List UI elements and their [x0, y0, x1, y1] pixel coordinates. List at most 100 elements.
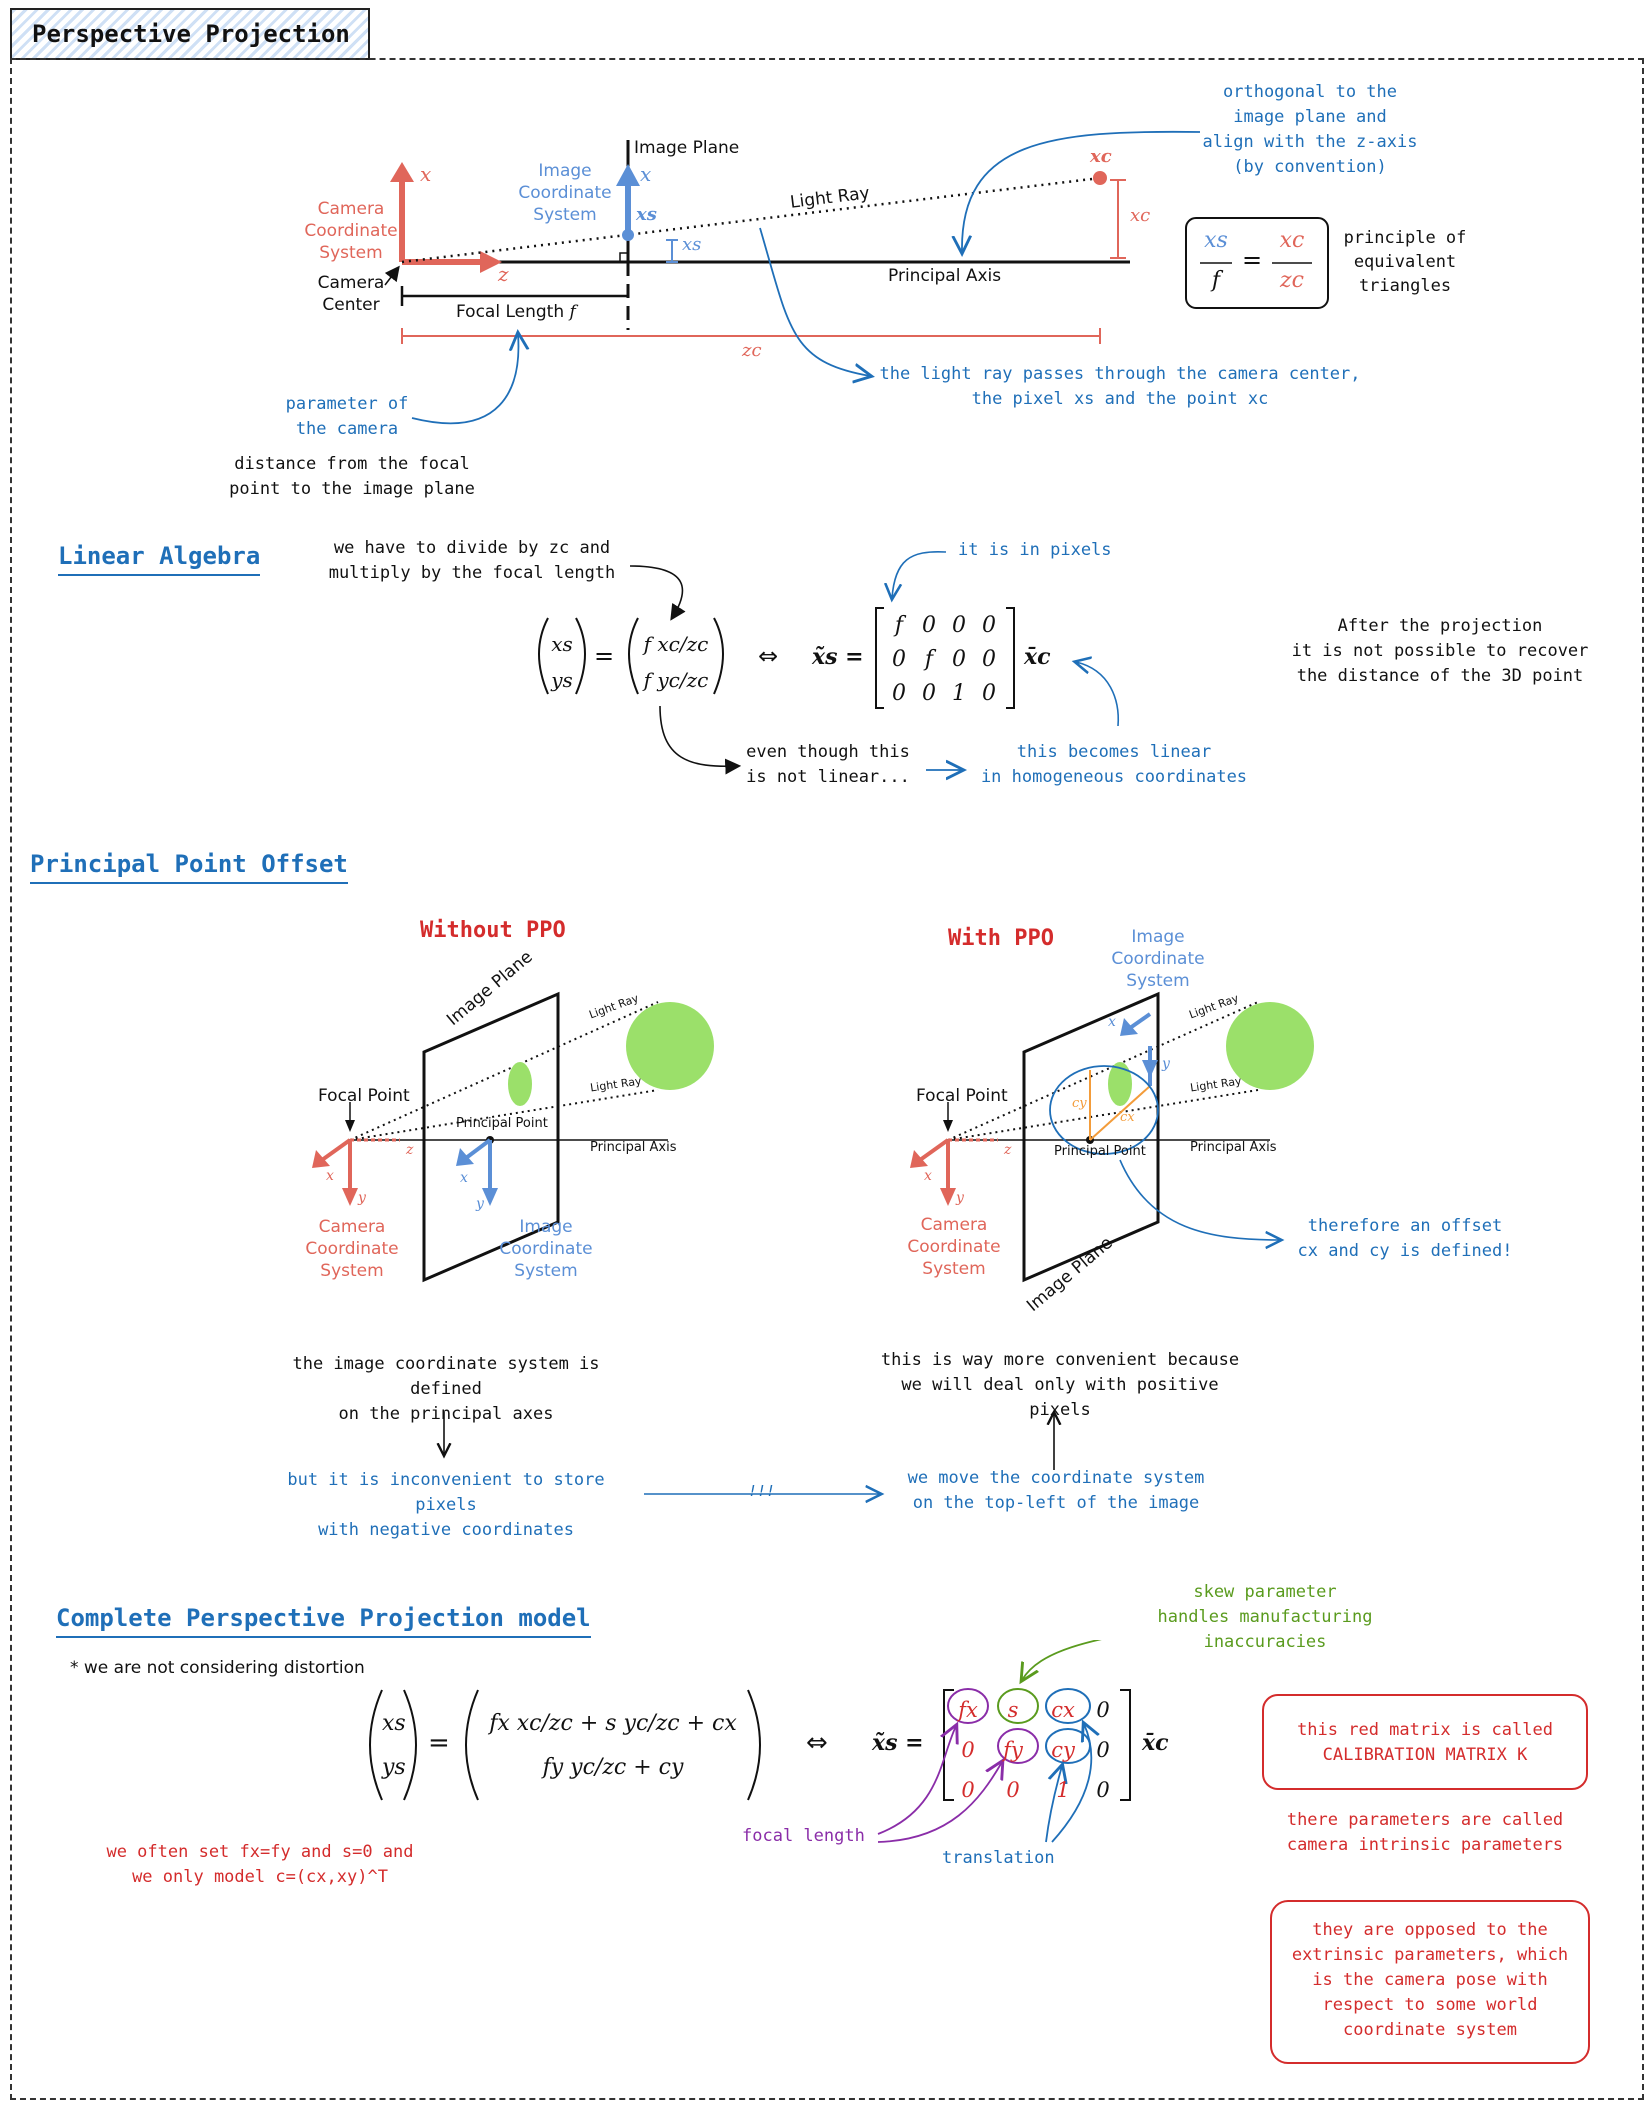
- text-ppo-move_note-0: we move the coordinate system: [907, 1468, 1205, 1488]
- title-box: Perspective Projection: [10, 8, 370, 60]
- parameter-arrow: [411, 334, 518, 425]
- cam-y-left: y: [358, 1190, 366, 1206]
- xc-point: [1093, 171, 1107, 185]
- text-linear_algebra-vec_right-1: f yc/zc: [643, 668, 709, 692]
- text-section1-light_ray_note-0: the light ray passes through the camera …: [879, 364, 1361, 384]
- translation-arrow-1: [1045, 1766, 1062, 1843]
- page-frame: [10, 58, 1644, 2100]
- ppo-diagrams: [312, 991, 1314, 1283]
- text-linear_algebra-becomes_linear_note-1: in homogeneous coordinates: [980, 767, 1248, 787]
- distortion-note: * we are not considering distortion: [70, 1658, 365, 1678]
- text-complete-intrinsic_note-0: there parameters are called: [1286, 1810, 1564, 1830]
- xc-length-label: xc: [1130, 205, 1151, 226]
- text-ppo-camera_coord_system-2: System: [922, 1259, 986, 1279]
- text-section1-principle_note-1: equivalent: [1353, 252, 1457, 272]
- text-complete-extrinsic_note-4: coordinate system: [1343, 2020, 1517, 2040]
- text-section1-distance_note-0: distance from the focal: [234, 454, 470, 474]
- image-plane-label: Image Plane: [634, 138, 740, 158]
- text-ppo-image_coord_system-2: System: [1126, 971, 1190, 991]
- light-ray-note: the light ray passes through the camera …: [860, 362, 1380, 412]
- image-coord-label: Image Coordinate System: [510, 160, 620, 226]
- text-ppo-image_coord_system-2: System: [514, 1261, 578, 1281]
- text-complete-skew_note-1: handles manufacturing: [1157, 1607, 1373, 1627]
- text-section1-camera_coord_system-1: Coordinate: [304, 221, 398, 241]
- xc-point-label: xc: [1090, 146, 1112, 167]
- text-complete-matrix-0-0: fx: [958, 1698, 978, 1722]
- text-linear_algebra-matrix-2-2: 1: [952, 680, 966, 706]
- text-complete-matrix-0-1: s: [1007, 1698, 1019, 1722]
- text-section1-distance_note-1: point to the image plane: [229, 479, 475, 499]
- xs-length-label: xs: [682, 234, 702, 255]
- s-circle: [997, 1688, 1039, 1724]
- xs-point-label: xs: [636, 204, 657, 225]
- pixels-arrow: [892, 550, 947, 598]
- text-linear_algebra-divide_note-1: multiply by the focal length: [328, 563, 616, 583]
- focal-length-label: Focal Length f: [456, 302, 576, 322]
- text-linear_algebra-divide_note-0: we have to divide by zc and: [333, 538, 611, 558]
- text-complete-vec_left-0: xs: [382, 1711, 406, 1736]
- text-complete-matrix-0-2: cx: [1051, 1698, 1075, 1722]
- la-right-vector: f xc/zc f yc/zc: [638, 626, 714, 698]
- camera-x-label: x: [420, 162, 432, 186]
- text-ppo-image_coord_system-0: Image: [519, 1217, 573, 1237]
- text-ppo-defined_note-1: on the principal axes: [338, 1404, 554, 1424]
- text-section1-image_coord_system-1: Coordinate: [518, 183, 612, 203]
- cam-x-left: x: [326, 1168, 334, 1184]
- text-section1-orthogonal_note-0: orthogonal to the: [1223, 82, 1397, 102]
- camera-center-label: Camera Center: [306, 272, 396, 316]
- text-ppo-inconvenient_note-1: with negative coordinates: [318, 1520, 574, 1540]
- page-title: Perspective Projection: [32, 20, 350, 48]
- text-ppo-image_coord_system-1: Coordinate: [1111, 949, 1205, 969]
- image-plane-left: [422, 991, 560, 1283]
- text-ppo-camera_coord_system-0: Camera: [318, 1217, 386, 1237]
- object-circle-left: [626, 1002, 714, 1090]
- focal-point-label-left: Focal Point: [318, 1086, 410, 1106]
- cx-label: cx: [1120, 1110, 1135, 1125]
- complete-equals: =: [428, 1728, 450, 1758]
- text-linear_algebra-matrix-1-2: 0: [952, 646, 966, 672]
- text-linear_algebra-vec_left-0: xs: [551, 632, 573, 656]
- text-ppo-camera_coord_system-0: Camera: [920, 1215, 988, 1235]
- orthogonal-note: orthogonal to the image plane and align …: [1180, 80, 1440, 180]
- translation-arrow-2: [1051, 1724, 1091, 1843]
- ppo-flow-arrows: [0, 1380, 1652, 1520]
- fy-circle: [997, 1728, 1039, 1764]
- text-complete-matrix-2-3: 0: [1096, 1778, 1110, 1802]
- object-circle-right: [1226, 1002, 1314, 1090]
- image-x-arrow: [616, 164, 640, 186]
- text-linear_algebra-matrix-1-0: 0: [892, 646, 906, 672]
- light-ray-arrow: [759, 227, 870, 376]
- text-complete-matrix-1-1: fy: [1003, 1738, 1023, 1762]
- cam-x-right: x: [924, 1168, 932, 1184]
- complete-xc-bar: x̄c: [1142, 1730, 1169, 1756]
- text-ppo-camera_coord_system-2: System: [320, 1261, 384, 1281]
- cam-z-left: z: [406, 1142, 414, 1158]
- principal-point-label-left: Principal Point: [456, 1116, 548, 1131]
- formula-f: f: [1211, 268, 1221, 293]
- cx-circle: [1045, 1688, 1091, 1724]
- text-complete-vec_left-1: ys: [382, 1755, 406, 1780]
- text-linear_algebra-matrix-0-0: f: [894, 612, 904, 638]
- la-left-vector: xs ys: [548, 626, 576, 698]
- xs-point: [622, 229, 634, 241]
- text-ppo-offset_note-0: therefore an offset: [1307, 1216, 1503, 1236]
- text-linear_algebra-matrix-2-1: 0: [922, 680, 936, 706]
- text-linear_algebra-becomes_linear_note-0: this becomes linear: [1016, 742, 1212, 762]
- complete-drawing: [369, 1640, 1131, 1843]
- text-section1-focal_length: Focal Length: [456, 302, 565, 322]
- text-linear_algebra-matrix-0-1: 0: [922, 612, 936, 638]
- text-ppo-convenient_note-1: we will deal only with positive pixels: [901, 1375, 1219, 1420]
- formula-xc: xc: [1279, 228, 1305, 253]
- text-linear_algebra-matrix-0-2: 0: [952, 612, 966, 638]
- img-y-right: y: [1162, 1056, 1170, 1072]
- focal-arrow-2: [877, 1762, 1002, 1843]
- img-x-left: x: [460, 1170, 468, 1186]
- text-section1-image_coord_system-2: System: [533, 205, 597, 225]
